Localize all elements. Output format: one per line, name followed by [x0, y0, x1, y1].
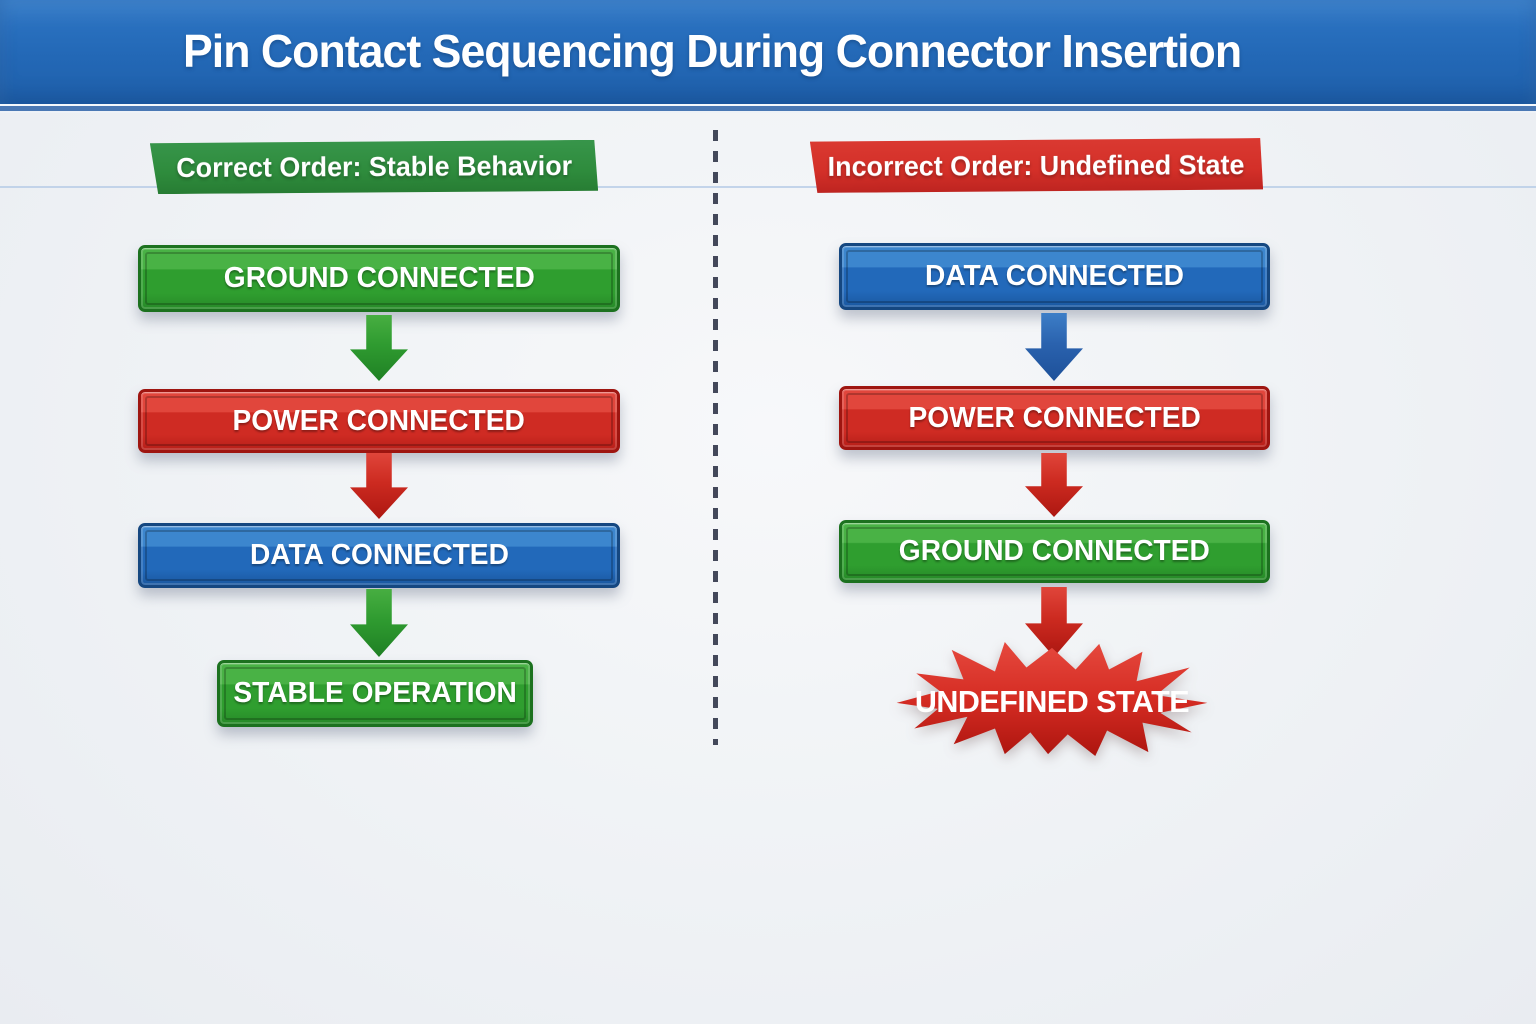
step-label: POWER CONNECTED — [232, 404, 526, 437]
step-box-power-connected: POWER CONNECTED — [138, 389, 620, 453]
down-arrow-blue-icon — [1025, 313, 1083, 381]
correct-order-header-label: Correct Order: Stable Behavior — [175, 149, 573, 184]
down-arrow-red-icon — [350, 453, 408, 519]
result-label: UNDEFINED STATE — [915, 685, 1189, 719]
step-box-data-connected: DATA CONNECTED — [138, 523, 620, 588]
result-label: STABLE OPERATION — [233, 677, 517, 709]
page-title-text: Pin Contact Sequencing During Connector … — [183, 25, 1242, 77]
step-label: POWER CONNECTED — [908, 401, 1201, 434]
incorrect-order-header-label: Incorrect Order: Undefined State — [828, 148, 1245, 182]
step-label: GROUND CONNECTED — [223, 262, 535, 294]
step-box-data-connected: DATA CONNECTED — [839, 243, 1270, 310]
result-box-stable-operation: STABLE OPERATION — [217, 660, 533, 727]
step-box-ground-connected: GROUND CONNECTED — [138, 245, 620, 312]
step-label: DATA CONNECTED — [249, 539, 509, 571]
step-label: DATA CONNECTED — [925, 260, 1184, 292]
correct-order-header-ribbon: Correct Order: Stable Behavior — [150, 140, 598, 194]
background-hairline — [0, 186, 1536, 188]
banner-bottom-stripe — [0, 104, 1536, 113]
step-label: GROUND CONNECTED — [898, 535, 1211, 567]
down-arrow-green-icon — [350, 589, 408, 657]
title-banner: Pin Contact Sequencing During Connector … — [0, 0, 1536, 104]
column-divider-dashed-line — [713, 130, 718, 745]
page-title: Pin Contact Sequencing During Connector … — [0, 0, 1536, 102]
undefined-state-starburst: UNDEFINED STATE — [896, 641, 1208, 757]
step-box-power-connected: POWER CONNECTED — [839, 386, 1270, 450]
incorrect-order-header-ribbon: Incorrect Order: Undefined State — [810, 138, 1263, 193]
starburst-shape — [896, 641, 1208, 757]
down-arrow-green-icon — [350, 315, 408, 381]
down-arrow-red-icon — [1025, 453, 1083, 517]
step-box-ground-connected: GROUND CONNECTED — [839, 520, 1270, 583]
